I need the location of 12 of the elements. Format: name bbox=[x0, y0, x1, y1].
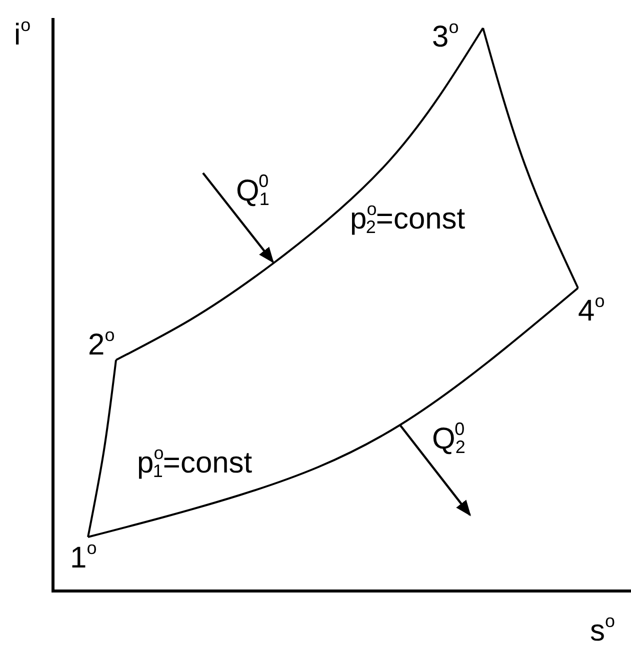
isobar-label: p$^{o}$$_{1}$=const bbox=[137, 444, 252, 480]
isobar-label: p$^{o}$$_{2}$=const bbox=[350, 200, 466, 236]
cycle-curve bbox=[116, 27, 484, 361]
axis-label: i$^{o}$ bbox=[14, 16, 31, 50]
state-point-label: 1$^{o}$ bbox=[70, 539, 97, 574]
cycle-curve bbox=[88, 287, 579, 538]
state-point-label: 3$^{o}$ bbox=[432, 18, 459, 52]
state-point-label: 4$^{o}$ bbox=[578, 292, 605, 326]
state-point-label: 2$^{o}$ bbox=[88, 326, 115, 360]
axis-label: s$^{o}$ bbox=[590, 612, 616, 646]
cycle-curve bbox=[482, 28, 579, 288]
cycle-curve bbox=[87, 360, 117, 538]
